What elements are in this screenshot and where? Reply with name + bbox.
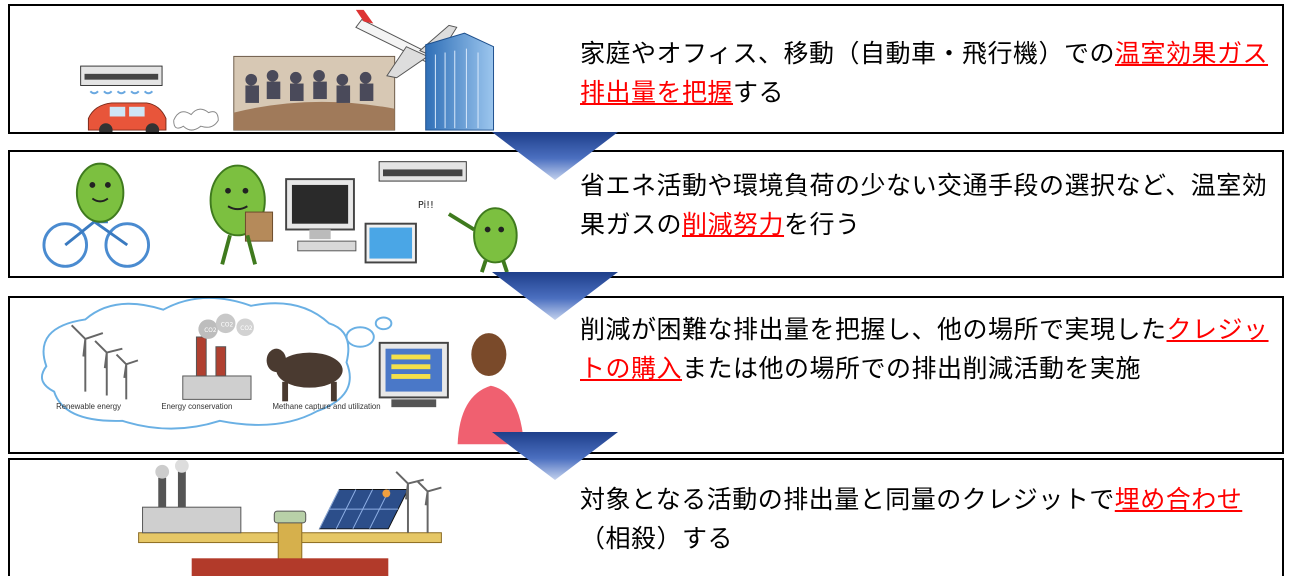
car-icon: [87, 102, 219, 132]
step-3-text-after: または他の場所での排出削減活動を実施: [682, 354, 1142, 383]
step-1-text-after: する: [733, 78, 785, 107]
flow-arrow-down-icon: [492, 272, 618, 320]
factory-icon: CO2 CO2 CO2: [182, 313, 254, 400]
cow-icon: [266, 348, 343, 402]
svg-text:CO2: CO2: [240, 326, 253, 332]
meeting-room-icon: [233, 55, 396, 131]
step-1-text: 家庭やオフィス、移動（自動車・飛行機）での温室効果ガス排出量を把握する: [580, 34, 1272, 112]
step-3-text-before: 削減が困難な排出量を把握し、他の場所で実現した: [580, 315, 1167, 344]
step-2-highlight: 削減努力: [682, 210, 785, 239]
step-1-illustration: [80, 9, 495, 132]
computer-icon: [285, 178, 417, 264]
step-1-highlight: 温室効果ガス排出量を把握: [580, 39, 1269, 107]
svg-text:CO2: CO2: [204, 328, 217, 334]
step-1-text-before: 家庭やオフィス、移動（自動車・飛行機）での: [580, 39, 1116, 68]
balance-scale-icon: [138, 510, 442, 576]
caption-renewable-energy: Renewable energy: [56, 402, 121, 411]
air-conditioner-icon: [378, 161, 467, 182]
step-3-text: 削減が困難な排出量を把握し、他の場所で実現したクレジットの購入または他の場所での…: [580, 310, 1272, 388]
flow-arrow-down-icon: [492, 132, 618, 180]
step-3-highlight: クレジットの購入: [580, 315, 1269, 383]
svg-text:CO2: CO2: [221, 322, 234, 328]
step-4-illustration: [138, 460, 442, 576]
factory-icon: [142, 460, 242, 534]
step-3-illustration: CO2 CO2 CO2 Renewable energy Energy cons…: [40, 298, 524, 445]
step-4-panel: 対象となる活動の排出量と同量のクレジットで埋め合わせ （相殺）する: [8, 458, 1284, 576]
step-4-text-after: （相殺）する: [580, 524, 734, 553]
step-3-panel: CO2 CO2 CO2 Renewable energy Energy cons…: [8, 296, 1284, 454]
person-at-computer-icon: [378, 333, 524, 445]
step-2-text-before: 省エネ活動や環境負荷の少ない交通手段の選択など、温室効果ガスの: [580, 171, 1268, 239]
flow-arrow-down-icon: [492, 432, 618, 480]
step-2-text: 省エネ活動や環境負荷の少ない交通手段の選択など、温室効果ガスの削減努力を行う: [580, 166, 1272, 244]
step-2-text-after: を行う: [784, 210, 861, 239]
svg-text:Pi!!: Pi!!: [418, 200, 434, 211]
step-1-panel: 家庭やオフィス、移動（自動車・飛行機）での温室効果ガス排出量を把握する: [8, 4, 1284, 134]
office-building-icon: [425, 32, 495, 131]
step-4-text-before: 対象となる活動の排出量と同量のクレジットで: [580, 485, 1115, 514]
thought-cloud-icon: [40, 298, 393, 430]
air-conditioner-icon: [80, 65, 163, 95]
wind-turbine-icon: [70, 324, 139, 400]
wind-turbine-icon: [395, 471, 442, 533]
step-4-text: 対象となる活動の排出量と同量のクレジットで埋め合わせ （相殺）する: [580, 480, 1272, 558]
caption-methane-capture: Methane capture and utilization: [272, 402, 380, 411]
solar-panel-icon: [318, 489, 409, 530]
person-switching-off-icon: Pi!!: [418, 200, 518, 273]
cyclist-icon: [42, 162, 151, 268]
caption-energy-conservation: Energy conservation: [161, 402, 232, 411]
step-4-highlight: 埋め合わせ: [1114, 485, 1243, 514]
step-2-panel: Pi!! 省エネ活動や環境負荷の少ない交通手段の選択など、温室効果ガスの削減努力…: [8, 150, 1284, 278]
shopper-icon: [209, 164, 274, 265]
step-2-illustration: Pi!!: [42, 161, 518, 273]
